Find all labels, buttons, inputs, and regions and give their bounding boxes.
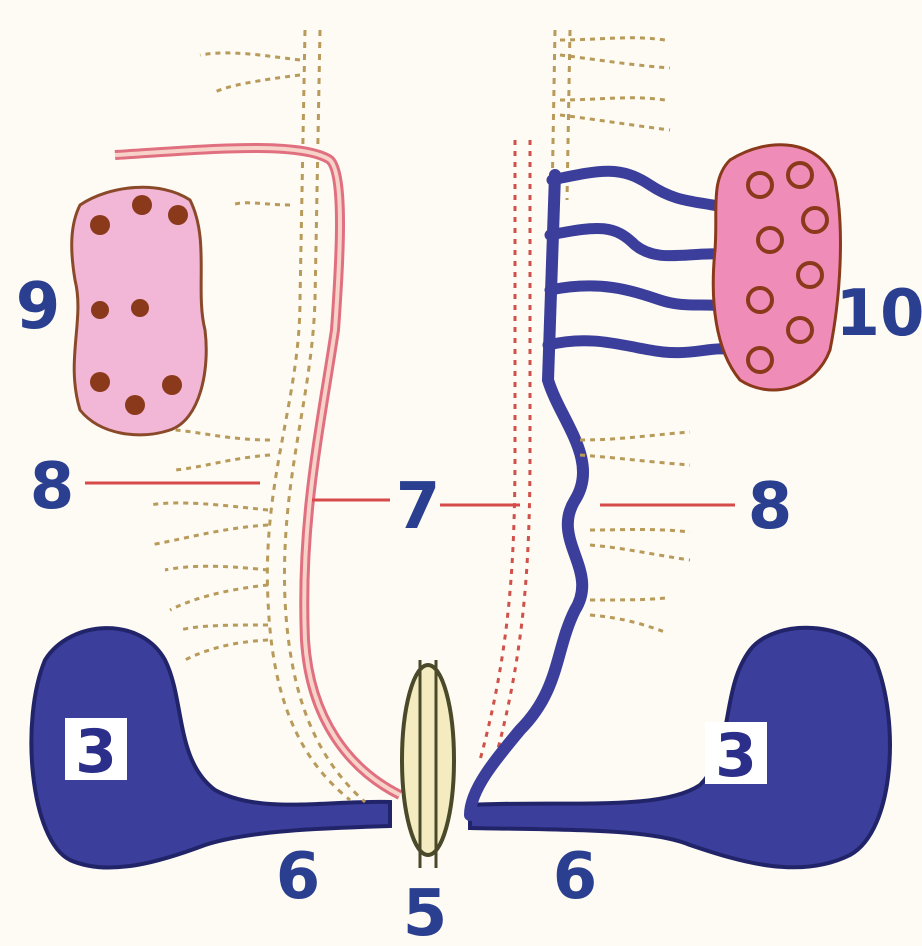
right-dendrites: [560, 38, 690, 632]
blue-branch-3: [550, 286, 740, 310]
label-5: 5: [403, 877, 448, 946]
blue-sensory-fiber: [470, 175, 583, 815]
label-7: 7: [396, 470, 441, 544]
blue-branch-1: [552, 171, 735, 210]
label-6-right: 6: [553, 840, 598, 914]
blue-branch-4: [548, 341, 735, 353]
right-dotted-red-tract: [480, 140, 515, 760]
label-3-left: 3: [75, 717, 117, 787]
right-hemisphere: [470, 628, 890, 868]
label-8-right: 8: [748, 470, 793, 544]
label-8-left: 8: [30, 450, 75, 524]
label-6-left: 6: [276, 840, 321, 914]
blue-branch-2: [550, 228, 735, 255]
central-ganglion: [402, 660, 454, 868]
label-10: 10: [835, 277, 922, 351]
label-3-right: 3: [715, 721, 757, 791]
right-dotted-red-tract-2: [495, 140, 530, 760]
label-9: 9: [16, 270, 61, 344]
